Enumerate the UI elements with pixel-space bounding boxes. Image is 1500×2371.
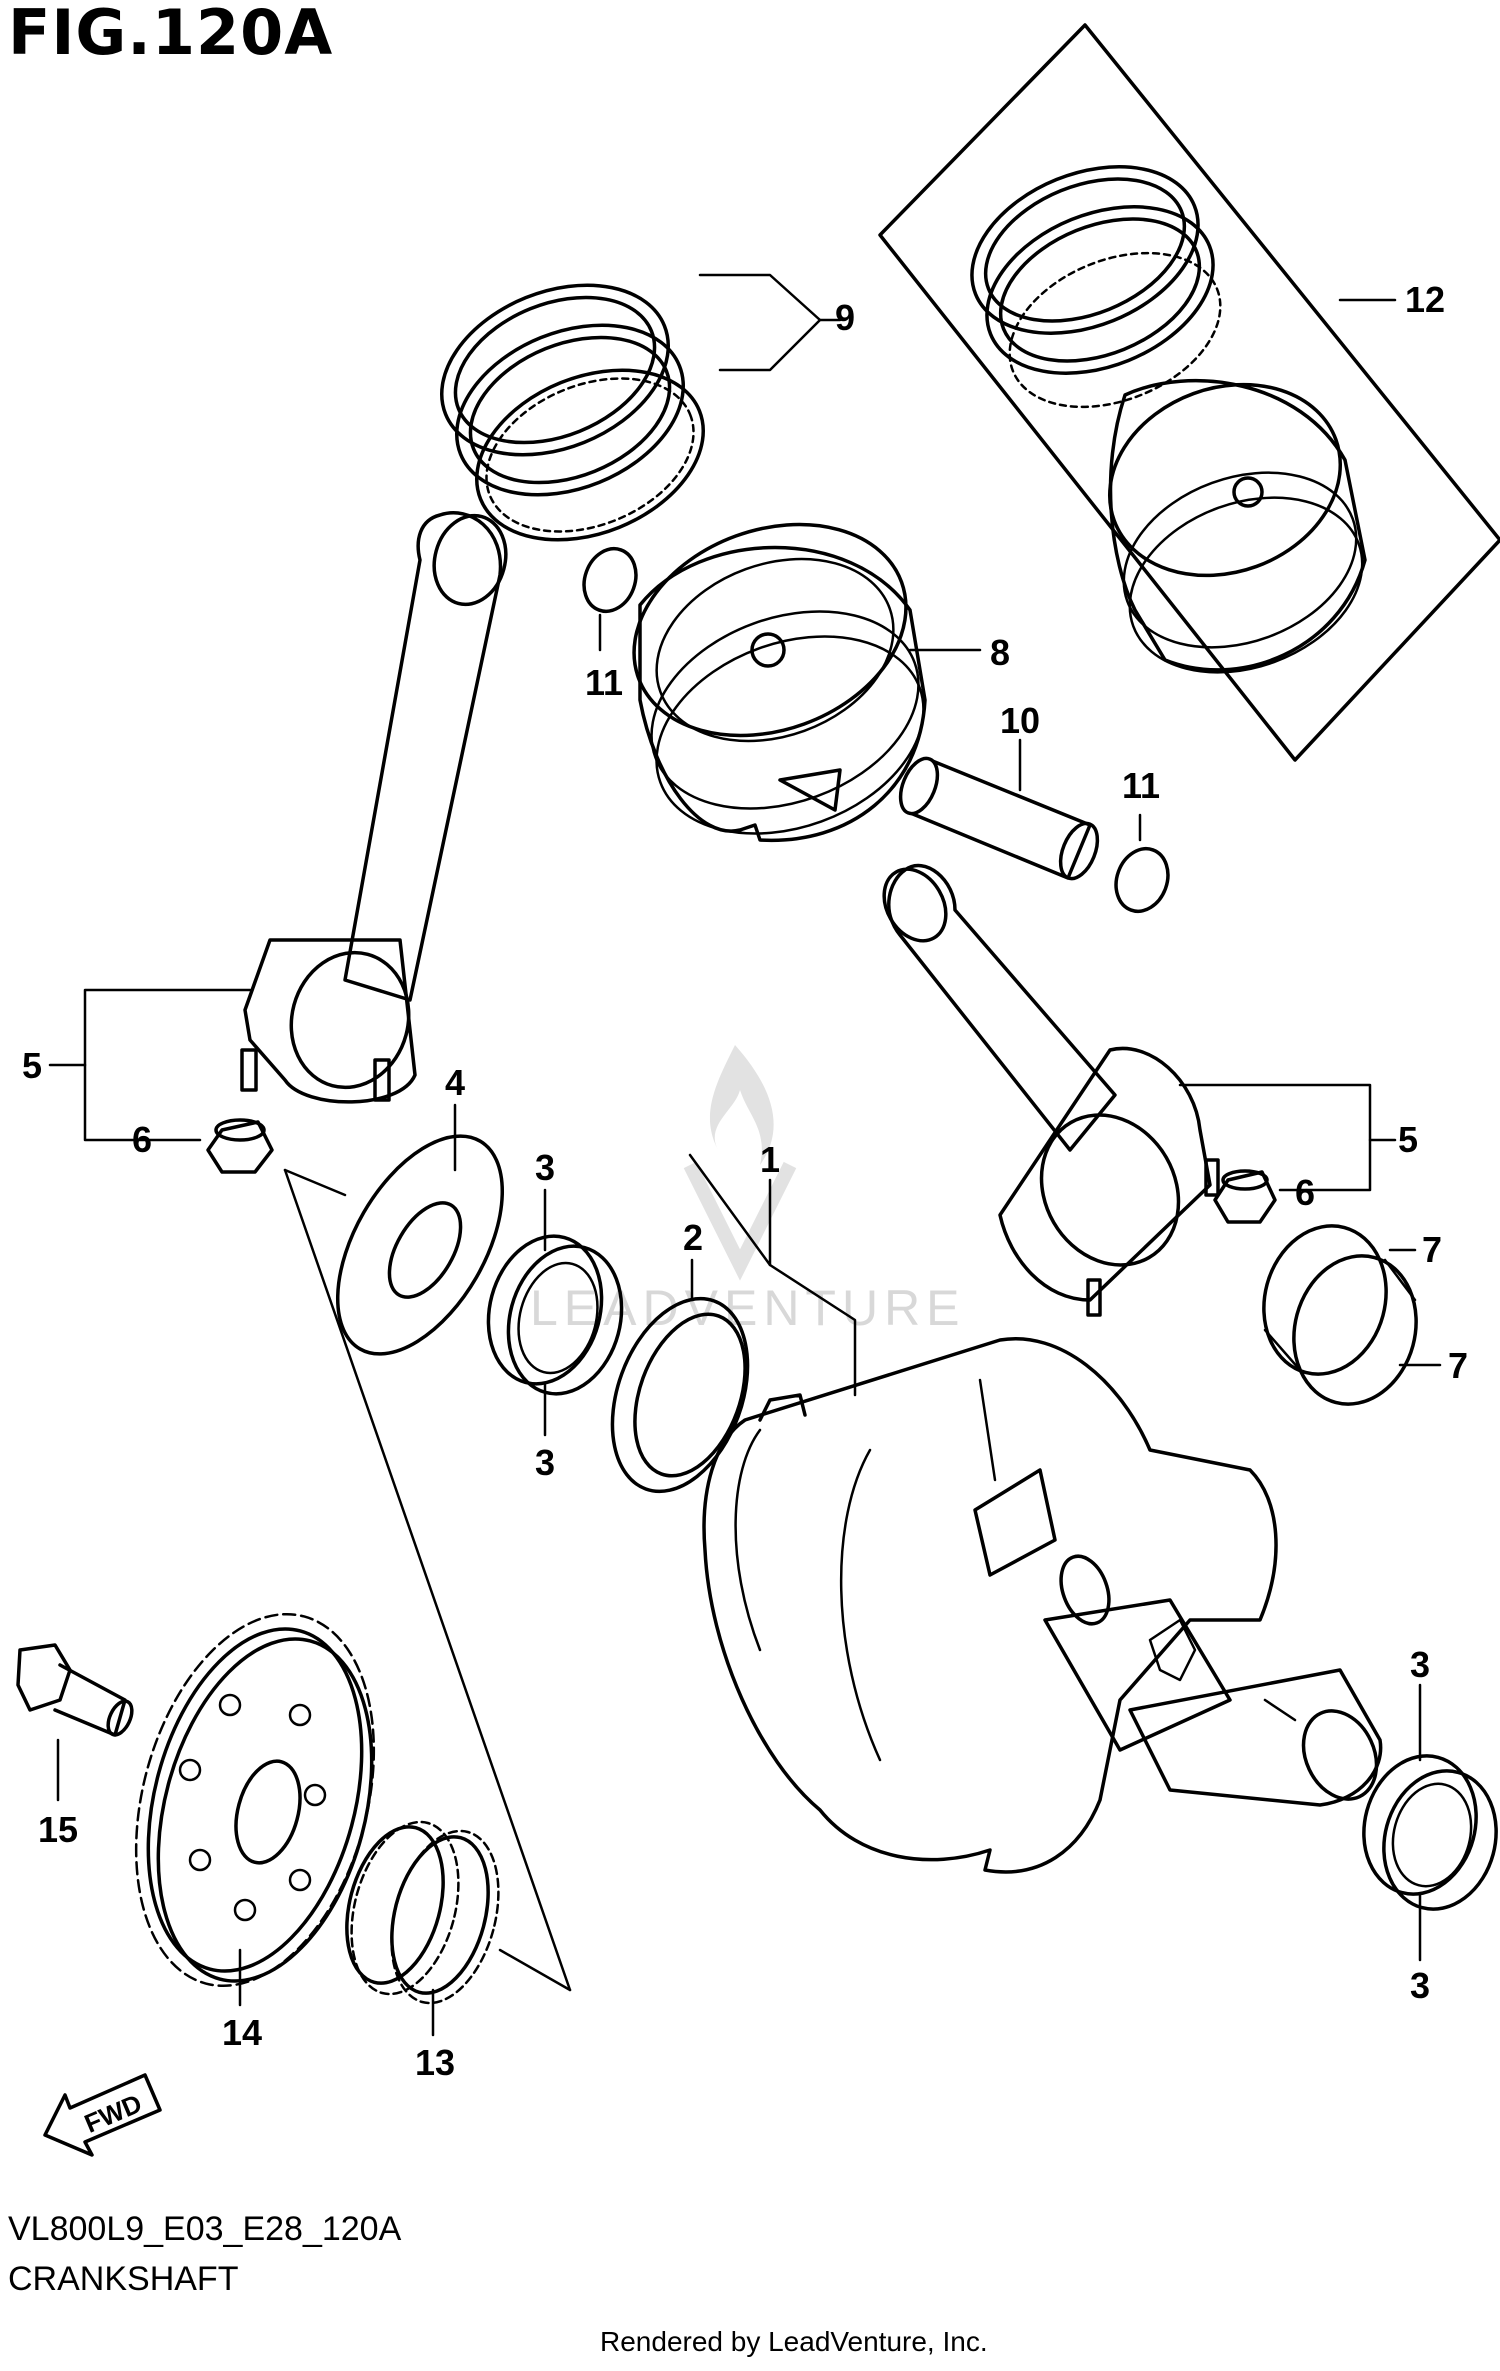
callout-14: 14 xyxy=(222,2012,262,2053)
callout-7-upper: 7 xyxy=(1422,1229,1442,1270)
callout-13: 13 xyxy=(415,2042,455,2083)
piston-rings xyxy=(440,283,705,542)
callout-3-lower-left: 3 xyxy=(535,1442,555,1483)
crankshaft xyxy=(702,1337,1383,1874)
callout-3-lower-right: 3 xyxy=(1410,1965,1430,2006)
main-bearing-right xyxy=(1362,1754,1498,1911)
callout-4: 4 xyxy=(445,1062,465,1103)
callout-7-lower: 7 xyxy=(1448,1345,1468,1386)
callout-15: 15 xyxy=(38,1809,78,1850)
leader-lines xyxy=(48,273,1442,2037)
callout-3-upper-left: 3 xyxy=(535,1147,555,1188)
right-connecting-rod xyxy=(882,863,1220,1317)
model-code: VL800L9_E03_E28_120A xyxy=(8,2210,402,2248)
callout-3-upper-right: 3 xyxy=(1410,1644,1430,1685)
fwd-arrow-icon: FWD xyxy=(43,2073,162,2157)
drive-gear-small xyxy=(345,1820,500,2005)
conrod-bearings xyxy=(1262,1224,1418,1406)
callout-6-right: 6 xyxy=(1295,1172,1315,1213)
callout-11-right: 11 xyxy=(1122,765,1160,806)
circlips xyxy=(582,546,1170,914)
bolt xyxy=(16,1643,134,1737)
callout-5-left: 5 xyxy=(22,1045,42,1086)
render-credit: Rendered by LeadVenture, Inc. xyxy=(600,2326,988,2357)
primary-drive-gear xyxy=(134,1612,376,1988)
figure-title: FIG.120A xyxy=(8,0,334,69)
callout-6-left: 6 xyxy=(132,1119,152,1160)
callout-10: 10 xyxy=(1000,700,1040,741)
callout-9: 9 xyxy=(835,297,855,338)
section-name: CRANKSHAFT xyxy=(8,2260,239,2298)
flange-nuts xyxy=(206,1118,1277,1224)
thrust-ring xyxy=(610,1296,750,1494)
thrust-washer xyxy=(335,1134,505,1356)
callout-2: 2 xyxy=(683,1217,703,1258)
callout-11-left: 11 xyxy=(585,662,623,703)
callout-1: 1 xyxy=(760,1139,780,1180)
piston xyxy=(632,522,927,843)
left-connecting-rod xyxy=(240,511,508,1104)
piston-set-box xyxy=(878,23,1500,762)
callout-12: 12 xyxy=(1405,279,1445,320)
callout-labels: 9 12 8 10 11 11 5 6 5 6 7 7 4 3 3 2 1 3 … xyxy=(22,279,1468,2083)
callout-8: 8 xyxy=(990,632,1010,673)
assembly-bracket xyxy=(283,1168,572,1992)
piston-pin xyxy=(898,756,1100,881)
callout-5-right: 5 xyxy=(1398,1119,1418,1160)
